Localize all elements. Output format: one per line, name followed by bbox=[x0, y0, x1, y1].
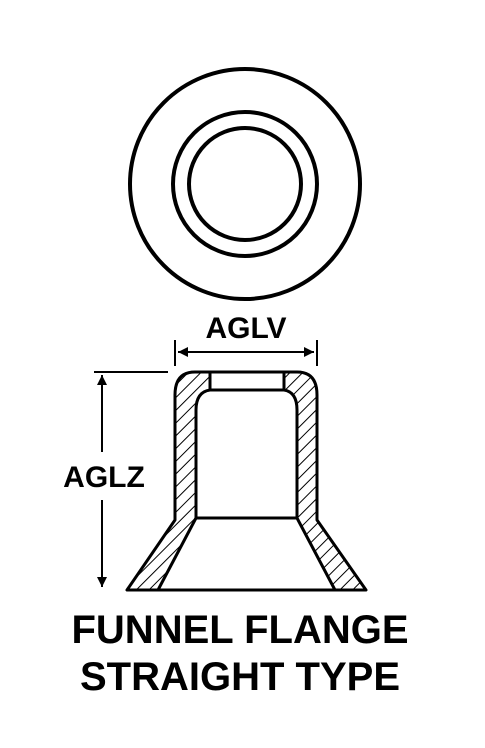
top-view-inner-ring bbox=[187, 126, 303, 242]
width-dimension: AGLV bbox=[174, 312, 318, 366]
caption-line-1: FUNNEL FLANGE bbox=[71, 608, 408, 652]
caption-line-2: STRAIGHT TYPE bbox=[80, 655, 400, 699]
top-view-middle-ring bbox=[171, 110, 319, 258]
section-view bbox=[125, 370, 368, 592]
height-dimension: AGLZ bbox=[63, 371, 168, 587]
top-view-outer-ring bbox=[128, 67, 362, 301]
width-dimension-label: AGLV bbox=[205, 312, 286, 345]
height-dimension-label: AGLZ bbox=[63, 461, 145, 494]
top-view bbox=[128, 67, 362, 301]
right-wall-section bbox=[282, 370, 368, 592]
